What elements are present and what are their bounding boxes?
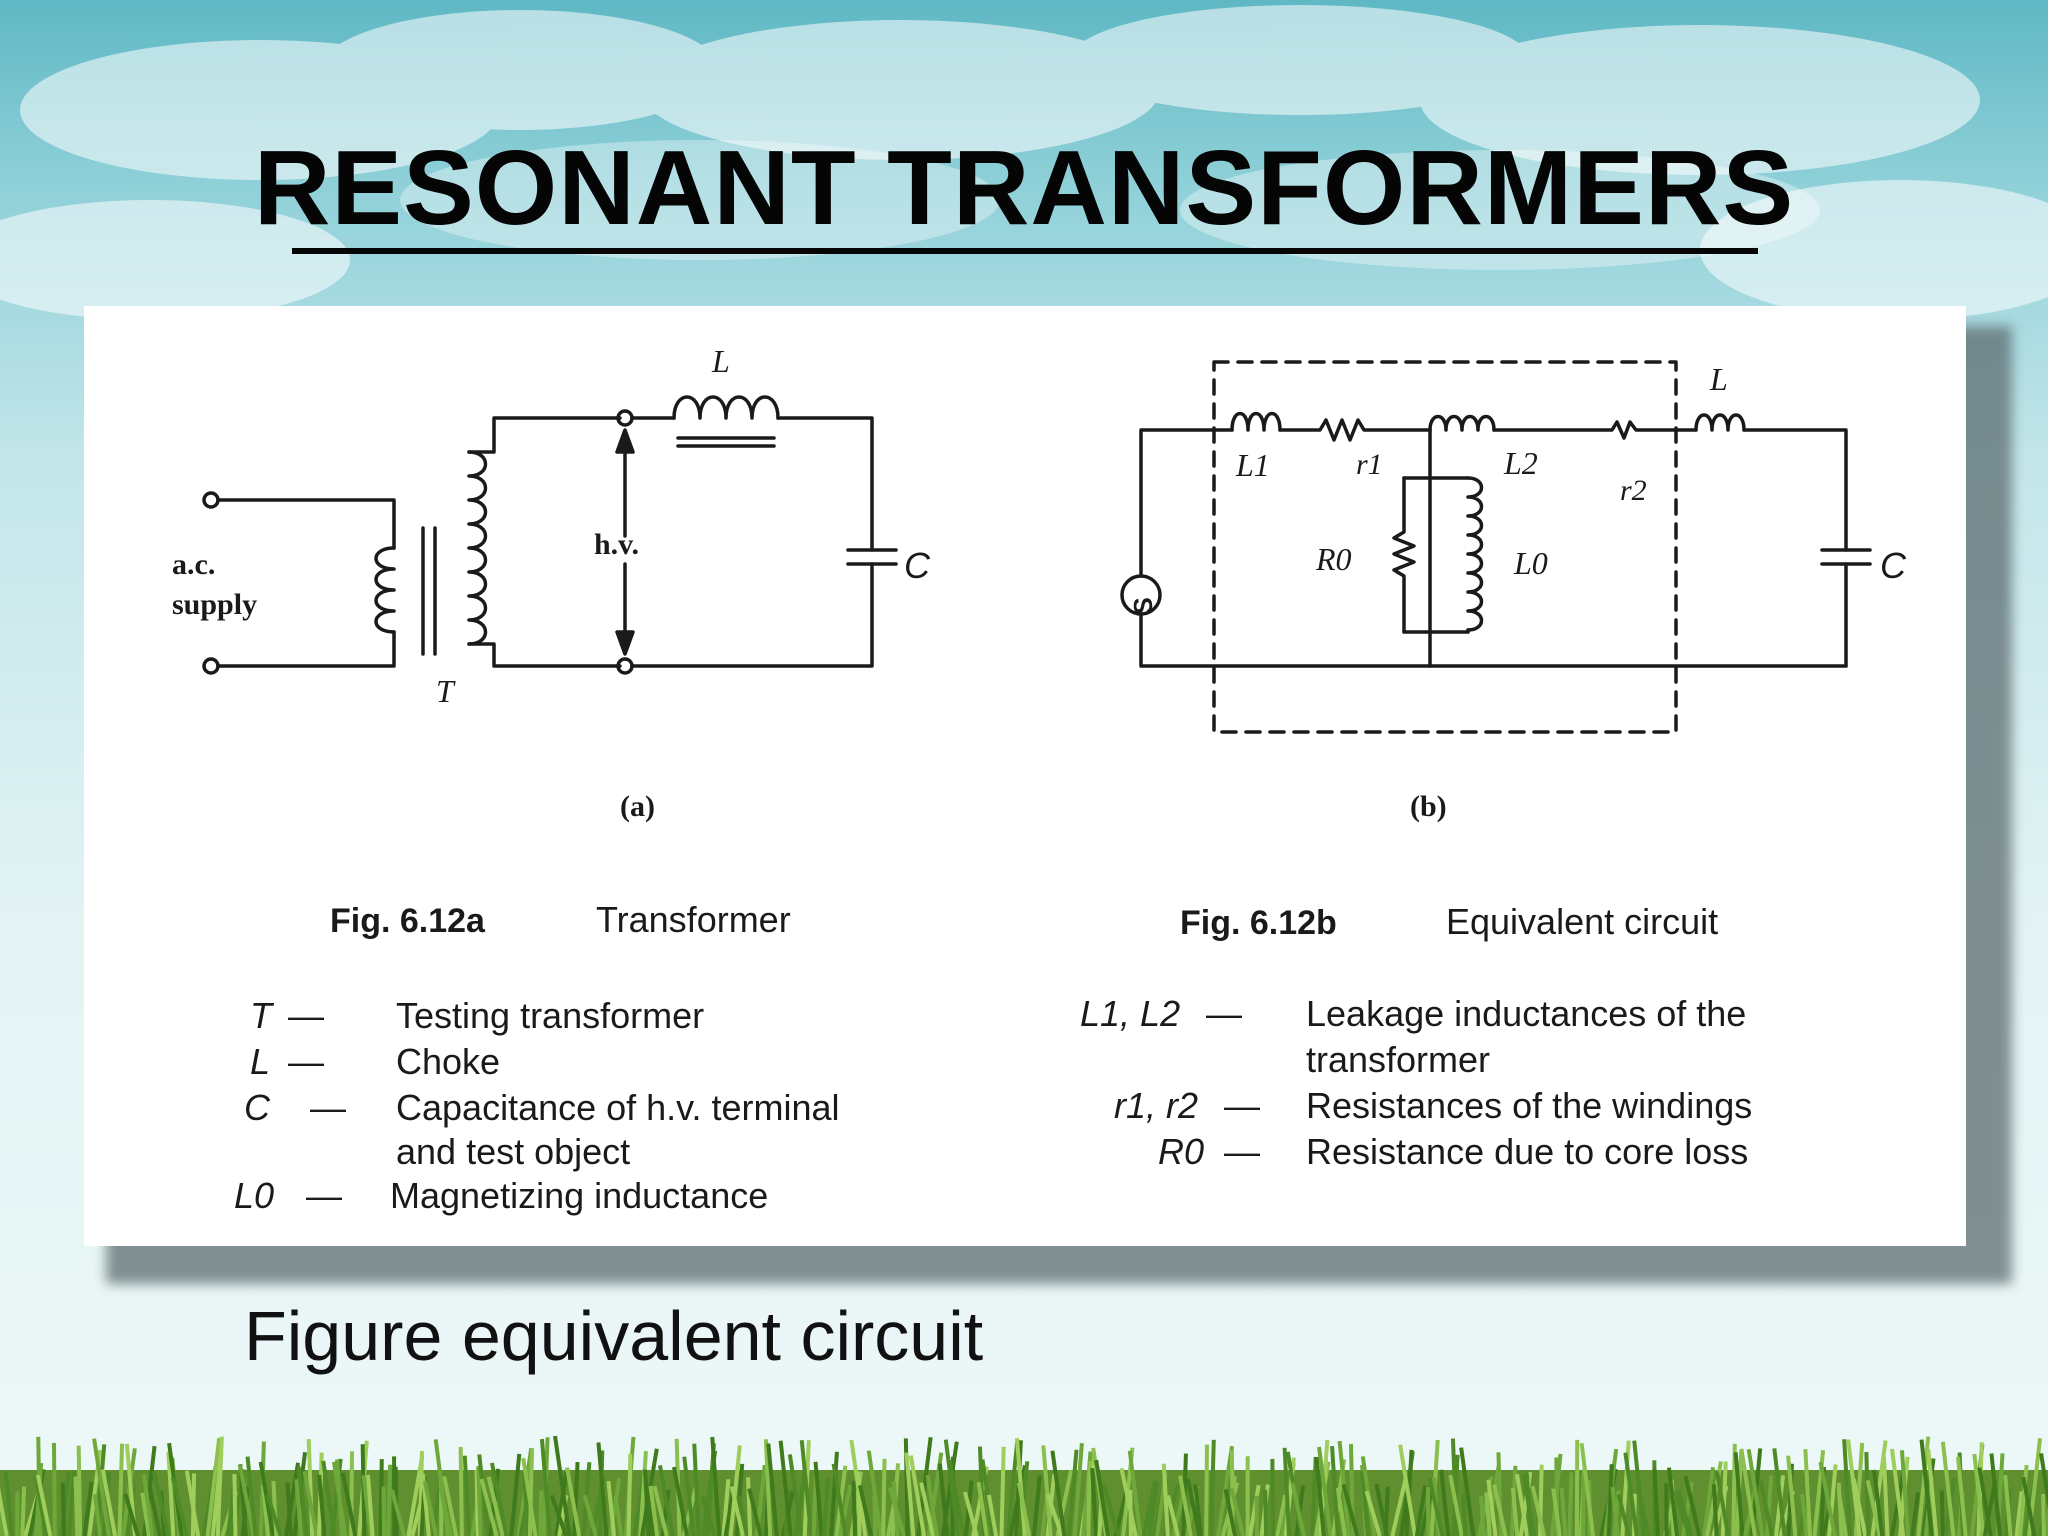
legend-a-text: Magnetizing inductance — [390, 1175, 768, 1216]
legend-b: L1, L2 — Leakage inductances of the tran… — [1080, 993, 1752, 1172]
transformer-T-label: T — [436, 673, 456, 709]
transformer-boundary-dashed — [1212, 360, 1678, 734]
diagram-b-wiring — [1120, 411, 1872, 668]
fig-b-number: Fig. 6.12b — [1180, 904, 1337, 942]
L0-label: L0 — [1513, 545, 1548, 581]
circuit-diagram: a.c. supply T h.v. L C (a) S L1 r1 L2 r2… — [172, 343, 1907, 1216]
supply-label-line2: supply — [172, 588, 257, 621]
diagram-a-wiring — [202, 395, 898, 675]
capacitor-C-label-b: C — [1880, 545, 1907, 586]
R0-label: R0 — [1315, 541, 1352, 577]
panel-a-label: (a) — [620, 790, 655, 823]
L-label-b: L — [1709, 361, 1728, 397]
panel-b-label: (b) — [1410, 790, 1447, 823]
capacitor-C-label-a: C — [904, 545, 931, 586]
legend-a-symbol: C — [244, 1087, 271, 1128]
legend-b-dash: — — [1224, 1131, 1260, 1172]
legend-b-symbol: L1, L2 — [1080, 993, 1180, 1034]
fig-a-title: Transformer — [596, 899, 791, 940]
L1-label: L1 — [1235, 447, 1270, 483]
legend-b-text: Resistance due to core loss — [1306, 1131, 1748, 1172]
legend-b-symbol: R0 — [1158, 1131, 1204, 1172]
slide-caption: Figure equivalent circuit — [244, 1297, 984, 1375]
legend-b-symbol: r1, r2 — [1114, 1085, 1198, 1126]
fig-b-title: Equivalent circuit — [1446, 901, 1718, 942]
legend-a-dash: — — [288, 995, 324, 1036]
legend-a-text: Capacitance of h.v. terminal — [396, 1087, 840, 1128]
sky-clouds-background — [0, 5, 2048, 320]
legend-a-dash: — — [288, 1041, 324, 1082]
hv-label: h.v. — [594, 528, 639, 561]
legend-b-text: Leakage inductances of the — [1306, 993, 1746, 1034]
figure-panel: a.c. supply T h.v. L C (a) S L1 r1 L2 r2… — [84, 306, 1966, 1246]
fig-a-number: Fig. 6.12a — [330, 902, 486, 940]
source-S-label: S — [1128, 597, 1158, 614]
legend-b-text: Resistances of the windings — [1306, 1085, 1752, 1126]
legend-a-symbol: L — [250, 1041, 270, 1082]
supply-label-line1: a.c. — [172, 548, 215, 581]
legend-a-symbol: L0 — [234, 1175, 274, 1216]
legend-a-dash: — — [306, 1175, 342, 1216]
r2-label: r2 — [1620, 474, 1647, 507]
legend-a-text: and test object — [396, 1131, 630, 1172]
legend-b-dash: — — [1224, 1085, 1260, 1126]
grass-decoration — [0, 1435, 2048, 1536]
legend-a-text: Testing transformer — [396, 995, 704, 1036]
legend-b-text: transformer — [1306, 1039, 1490, 1080]
legend-a-symbol: T — [250, 995, 275, 1036]
legend-a-dash: — — [310, 1087, 346, 1128]
r1-label: r1 — [1356, 448, 1383, 481]
L2-label: L2 — [1503, 445, 1538, 481]
choke-L-label: L — [711, 343, 730, 379]
legend-a-text: Choke — [396, 1041, 500, 1082]
legend-a: T — Testing transformer L — Choke C — Ca… — [234, 995, 840, 1216]
slide-title: RESONANT TRANSFORMERS — [253, 129, 1795, 247]
title-underline — [292, 248, 1758, 254]
legend-b-dash: — — [1206, 993, 1242, 1034]
